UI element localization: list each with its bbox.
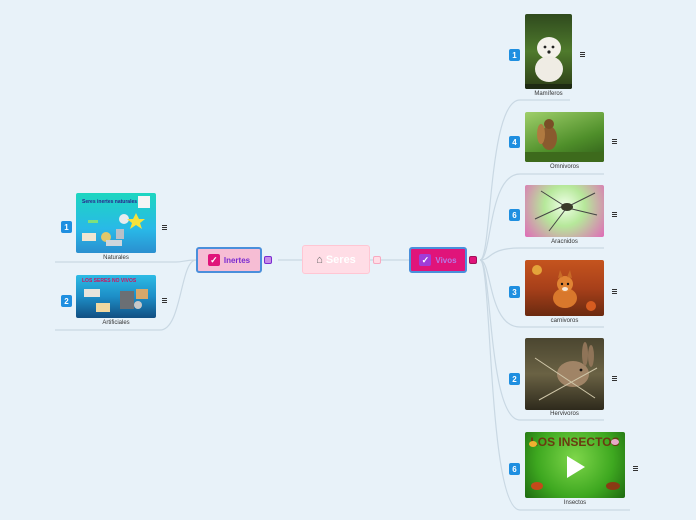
leaf-label-artificiales: Artificiales (102, 320, 130, 326)
checkbox-check-icon: ✓ (419, 254, 432, 266)
central-topic-label: Seres (325, 253, 356, 266)
leaf-label-aracnidos: Aracnidos (551, 239, 578, 245)
priority-badge: 2 (509, 373, 520, 385)
notes-icon[interactable] (162, 224, 168, 231)
priority-badge: 6 (509, 209, 520, 221)
insects-video-thumbnail[interactable]: LOS INSECTOS (525, 432, 625, 498)
fox-photo[interactable] (525, 260, 604, 316)
notes-icon[interactable] (633, 465, 639, 472)
leaf-label-naturales: Naturales (103, 255, 129, 261)
priority-badge: 3 (509, 286, 520, 298)
collapse-toggle-vivos[interactable] (469, 256, 477, 264)
collapse-toggle-inertes[interactable] (264, 256, 272, 264)
priority-badge: 1 (61, 221, 72, 233)
priority-badge: 1 (509, 49, 520, 61)
squirrel-photo[interactable] (525, 112, 604, 162)
collapse-toggle-central[interactable] (373, 256, 381, 264)
spider-photo[interactable] (525, 185, 604, 237)
checkbox-check-icon: ✓ (207, 254, 220, 266)
artificial-objects-image[interactable]: LOS SERES NO VIVOS (76, 275, 156, 318)
leaf-label-hervivoros: Hervivoros (550, 411, 579, 417)
branch-inertes[interactable]: ✓ Inertes (196, 247, 262, 273)
leaf-label-carnivoros: carnivoros (550, 318, 579, 324)
central-topic-seres[interactable]: ⌂ Seres (302, 245, 370, 274)
priority-badge: 2 (61, 295, 72, 307)
notes-icon[interactable] (580, 51, 586, 58)
puppy-photo[interactable] (525, 14, 572, 89)
notes-icon[interactable] (612, 211, 618, 218)
image-title: LOS SERES NO VIVOS (82, 278, 137, 284)
leaf-label-insectos: Insectos (563, 500, 587, 506)
priority-badge: 4 (509, 136, 520, 148)
notes-icon[interactable] (162, 297, 168, 304)
notes-icon[interactable] (612, 138, 618, 145)
home-icon: ⌂ (316, 253, 323, 266)
notes-icon[interactable] (612, 375, 618, 382)
priority-badge: 6 (509, 463, 520, 475)
leaf-label-omnivoros: Omnivoros (549, 164, 579, 170)
branch-vivos[interactable]: ✓ Vivos (409, 247, 467, 273)
image-title: Seres inertes naturales (82, 199, 138, 205)
leaf-label-mamiferos: Mamíferos (534, 91, 563, 97)
rabbit-photo[interactable] (525, 338, 604, 410)
natural-objects-image[interactable]: Seres inertes naturales (76, 193, 156, 253)
image-title: LOS INSECTOS (530, 435, 620, 449)
branch-inertes-label: Inertes (223, 255, 251, 265)
branch-vivos-label: Vivos (435, 255, 457, 265)
notes-icon[interactable] (612, 288, 618, 295)
